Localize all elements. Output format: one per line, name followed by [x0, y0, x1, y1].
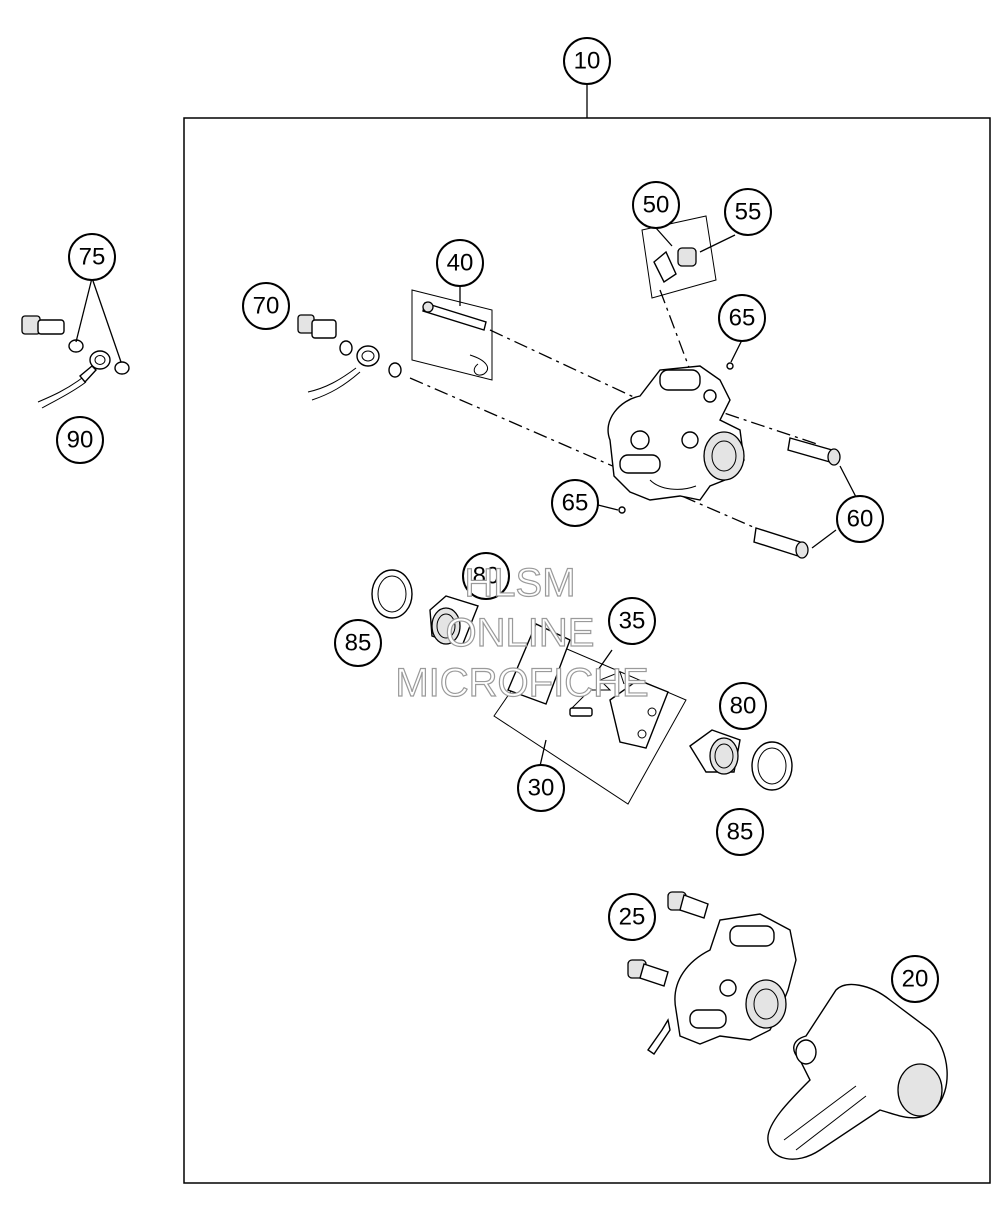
callout-70[interactable]: 70 [242, 282, 290, 330]
mounting-bolts [627, 891, 709, 987]
brake-pad-kit [493, 623, 687, 805]
piston-right [689, 729, 741, 775]
callout-85-left-label: 85 [345, 630, 372, 657]
guide-pins [753, 437, 841, 559]
callout-80-lower-label: 80 [730, 693, 757, 720]
callout-55-label: 55 [735, 199, 762, 226]
callout-65-upper[interactable]: 65 [718, 294, 766, 342]
callout-90-label: 90 [67, 427, 94, 454]
callout-85-right[interactable]: 85 [716, 808, 764, 856]
callout-10-label: 10 [574, 48, 601, 75]
callout-65-lower-label: 65 [562, 490, 589, 517]
callout-25-label: 25 [619, 904, 646, 931]
callout-70-label: 70 [253, 293, 280, 320]
callout-75-label: 75 [79, 244, 106, 271]
caliper-assembled [647, 913, 797, 1055]
callout-55[interactable]: 55 [724, 188, 772, 236]
caliper-bracket [767, 983, 948, 1160]
banjo-bolt-and-hose [297, 314, 402, 401]
callout-25[interactable]: 25 [608, 893, 656, 941]
callout-10[interactable]: 10 [563, 37, 611, 85]
callout-30[interactable]: 30 [517, 764, 565, 812]
watermark-line-2: ONLINE [446, 611, 595, 655]
callout-85-left[interactable]: 85 [334, 619, 382, 667]
piston-left [429, 595, 479, 647]
callout-65-upper-label: 65 [729, 305, 756, 332]
bleeder-kit [641, 215, 717, 299]
callout-20-label: 20 [902, 966, 929, 993]
callout-85-right-label: 85 [727, 819, 754, 846]
brake-line-assembly [21, 315, 130, 409]
pin-kit [411, 289, 493, 381]
callout-40[interactable]: 40 [436, 239, 484, 287]
callout-35-label: 35 [619, 608, 646, 635]
callout-80-upper-label: 80 [473, 563, 500, 590]
callout-50-label: 50 [643, 192, 670, 219]
callout-80-lower[interactable]: 80 [719, 682, 767, 730]
callout-75[interactable]: 75 [68, 233, 116, 281]
watermark-line-1: HLSM [464, 561, 575, 605]
callout-80-upper[interactable]: 80 [462, 552, 510, 600]
callout-50[interactable]: 50 [632, 181, 680, 229]
callout-60-label: 60 [847, 506, 874, 533]
callout-60[interactable]: 60 [836, 495, 884, 543]
callout-40-label: 40 [447, 250, 474, 277]
seal-ring-right [751, 741, 793, 791]
watermark-line-3: MICROFICHE [395, 661, 648, 705]
watermark: HLSM ONLINE MICROFICHE [395, 560, 650, 705]
seal-ring-left [371, 569, 413, 619]
callout-20[interactable]: 20 [891, 955, 939, 1003]
callout-30-label: 30 [528, 775, 555, 802]
callout-35[interactable]: 35 [608, 597, 656, 645]
callout-90[interactable]: 90 [56, 416, 104, 464]
caliper-housing [607, 365, 745, 501]
callout-65-lower[interactable]: 65 [551, 479, 599, 527]
